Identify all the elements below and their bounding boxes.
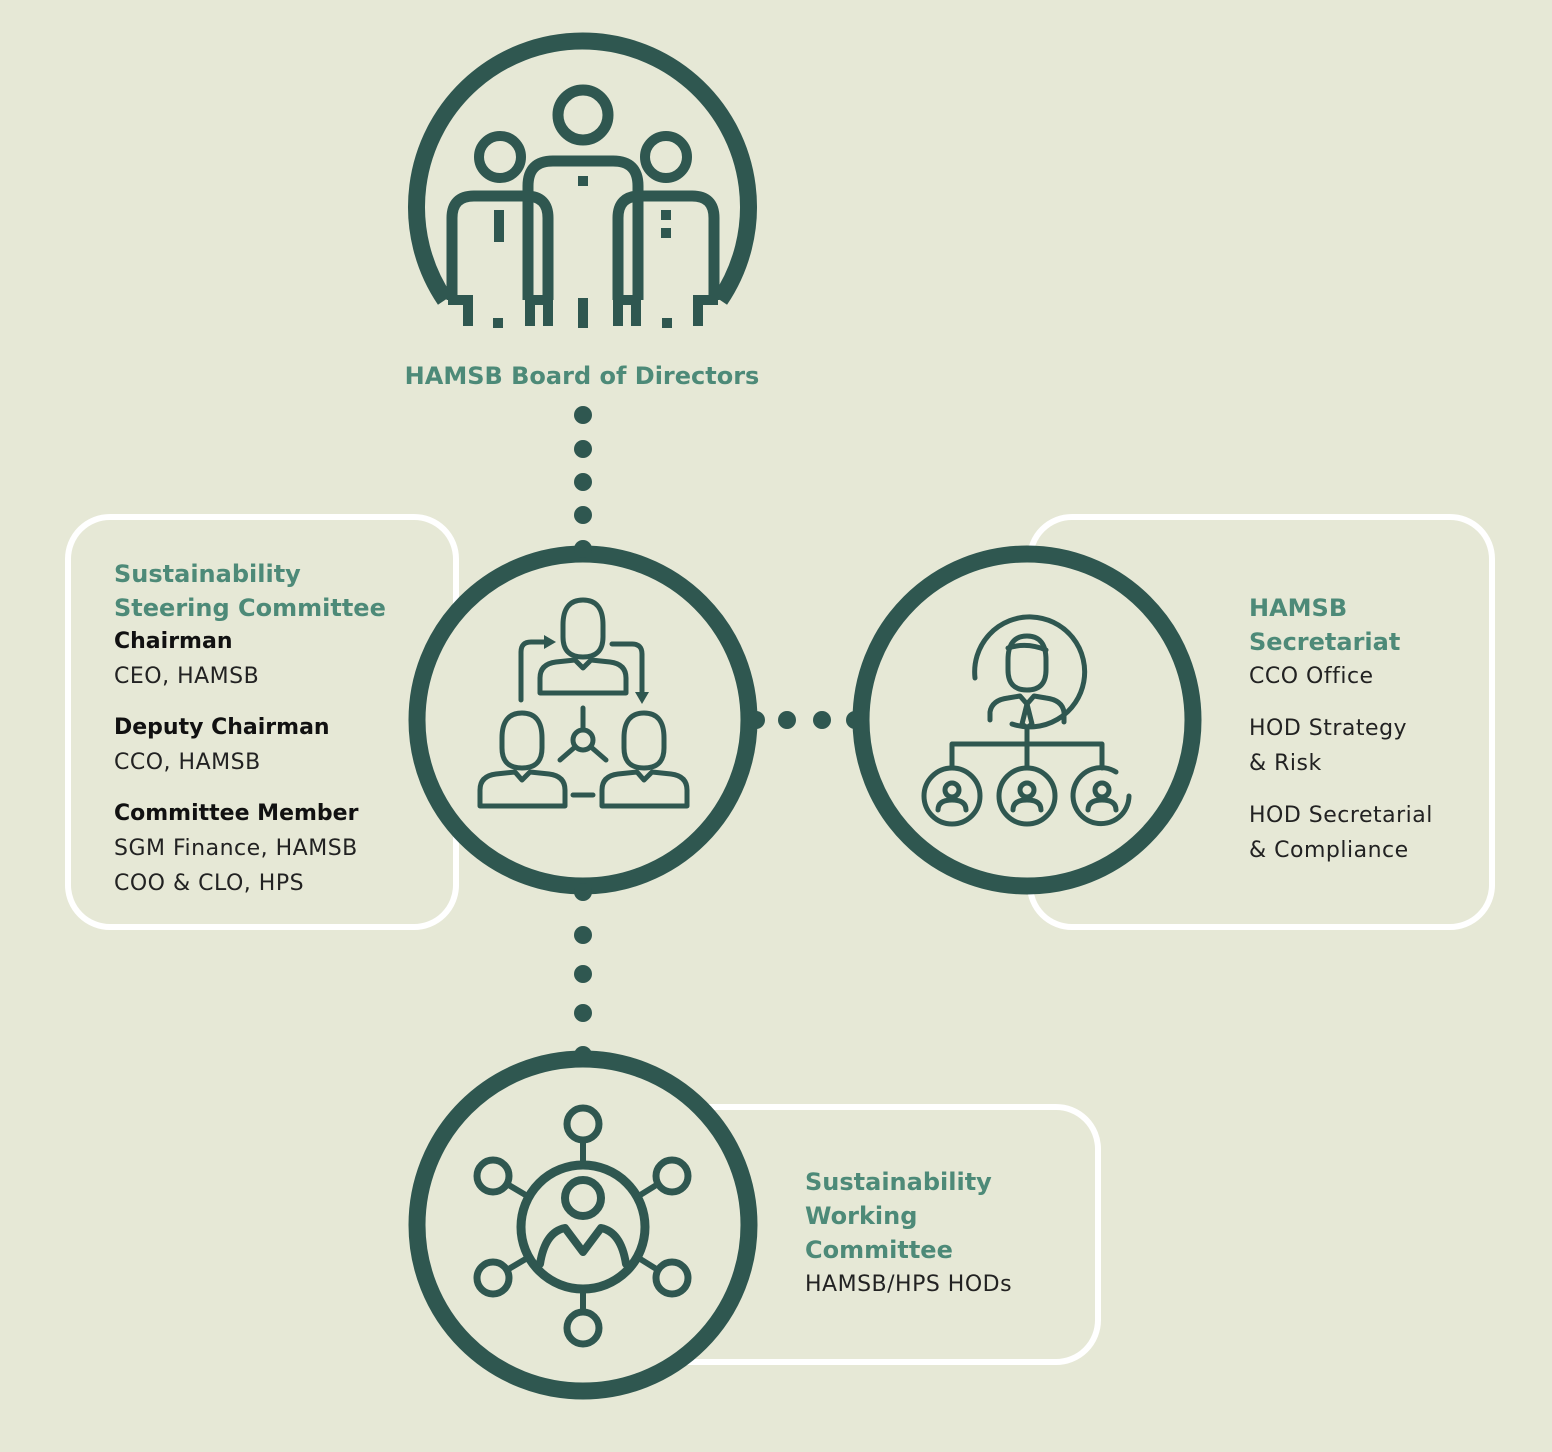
secretariat-title-line2: Secretariat xyxy=(1249,628,1401,656)
connector-steering-working xyxy=(574,926,592,1022)
secretariat-item-3-line1: HOD Secretarial xyxy=(1249,803,1433,828)
secretariat-item-2-line1: HOD Strategy xyxy=(1249,716,1408,741)
hierarchy-flow-icon xyxy=(477,597,690,809)
working-title-line3: Committee xyxy=(805,1236,953,1264)
secretariat-item-2-line2: & Risk xyxy=(1249,751,1322,776)
committee-member-label: Committee Member xyxy=(114,801,359,826)
working-title-line2: Working xyxy=(805,1202,918,1230)
committee-member-value-1: SGM Finance, HAMSB xyxy=(114,836,358,861)
steering-text: Sustainability Steering Committee Chairm… xyxy=(114,557,386,901)
working-title-line1: Sustainability xyxy=(805,1168,992,1196)
secretariat-item-3-line2: & Compliance xyxy=(1249,838,1409,863)
committee-member-value-2: COO & CLO, HPS xyxy=(114,871,305,896)
secretariat-text: HAMSB Secretariat CCO Office HOD Strateg… xyxy=(1249,591,1433,868)
group-people-icon xyxy=(408,32,757,326)
deputy-chairman-label: Deputy Chairman xyxy=(114,715,330,740)
chairman-label: Chairman xyxy=(114,629,233,654)
steering-title-line2: Steering Committee xyxy=(114,594,386,622)
secretariat-title-line1: HAMSB xyxy=(1249,594,1348,622)
ties xyxy=(493,176,672,328)
secretariat-item-1: CCO Office xyxy=(1249,664,1374,689)
connector-board-steering xyxy=(574,406,592,524)
deputy-chairman-value: CCO, HAMSB xyxy=(114,750,261,775)
org-chart-icon xyxy=(921,614,1132,827)
secretariat-circle xyxy=(852,545,1202,895)
steering-title-line1: Sustainability xyxy=(114,560,301,588)
connector-steering-secretariat xyxy=(778,711,831,729)
chairman-value: CEO, HAMSB xyxy=(114,664,260,689)
network-person-icon xyxy=(473,1104,692,1348)
board-title: HAMSB Board of Directors xyxy=(404,362,760,390)
working-text: Sustainability Working Committee HAMSB/H… xyxy=(805,1165,1012,1302)
working-value: HAMSB/HPS HODs xyxy=(805,1272,1013,1297)
